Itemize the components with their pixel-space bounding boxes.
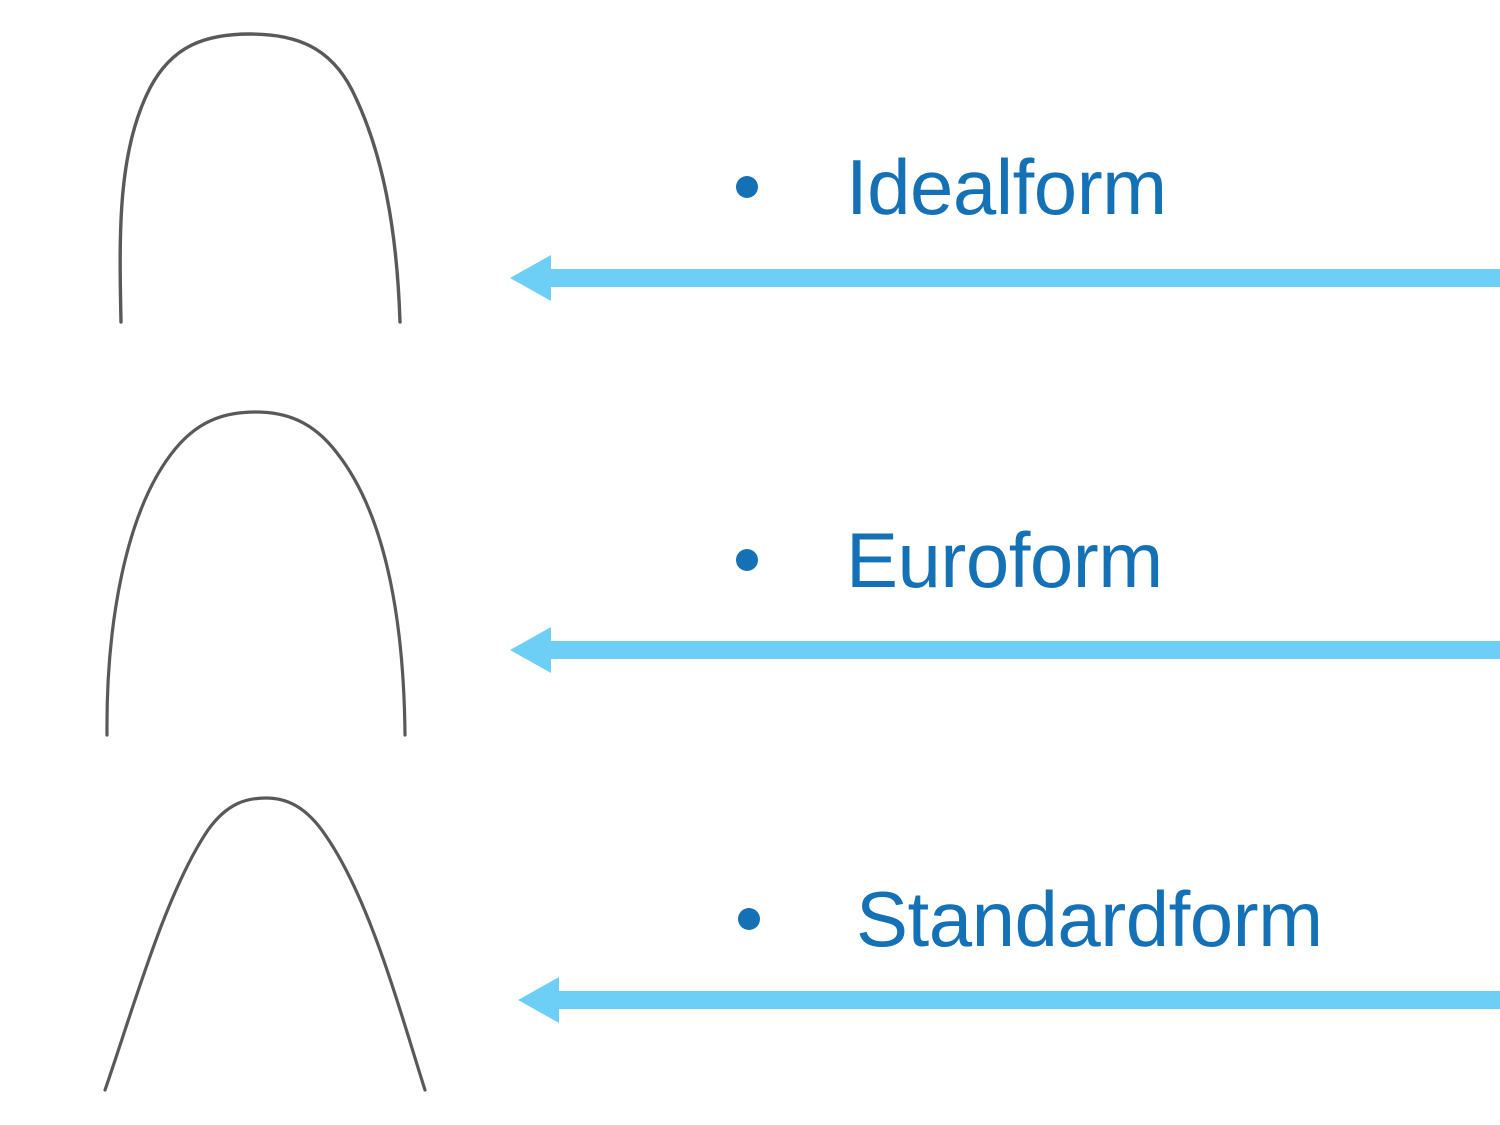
bullet-item-euroform[interactable]: Euroform <box>736 521 1163 599</box>
arrow-pointing-to-euroform <box>505 622 1500 678</box>
bullet-label-standardform: Standardform <box>856 875 1323 963</box>
bullet-item-standardform[interactable]: Standardform <box>738 880 1323 958</box>
arrow-pointing-to-standardform <box>505 972 1500 1028</box>
bullet-item-idealform[interactable]: Idealform <box>736 148 1167 226</box>
archwire-euroform <box>0 380 500 750</box>
bullet-dot-icon <box>738 908 760 930</box>
bullet-dot-icon <box>736 549 758 571</box>
bullet-label-euroform: Euroform <box>846 516 1163 604</box>
archwire-standardform <box>0 770 500 1125</box>
bullet-dot-icon <box>736 176 758 198</box>
arrow-pointing-to-idealform <box>505 250 1500 306</box>
bullet-label-idealform: Idealform <box>846 143 1167 231</box>
archwire-idealform <box>0 0 500 360</box>
